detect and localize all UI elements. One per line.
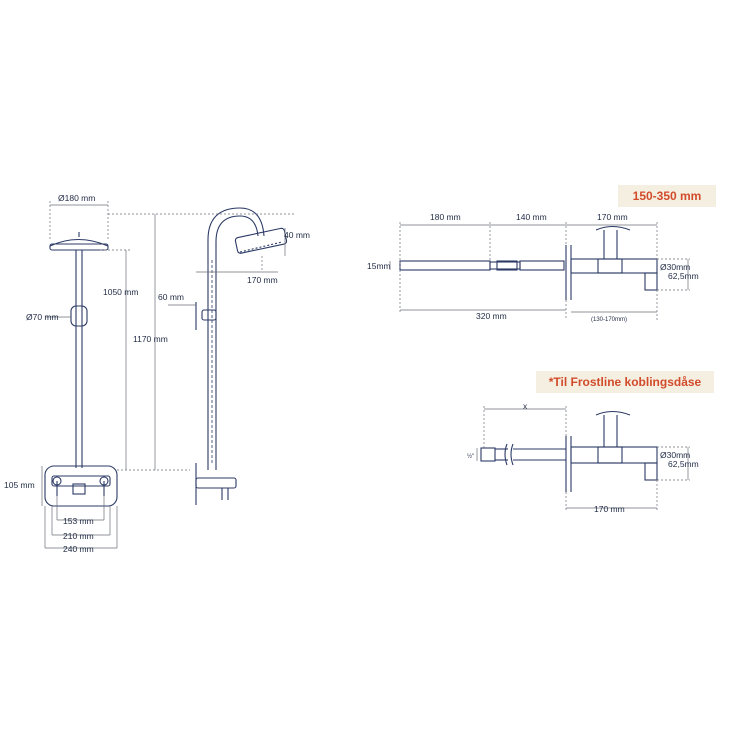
x-label: x xyxy=(523,401,528,411)
frostline-note-callout: *Til Frostline koblingsdåse xyxy=(536,371,714,393)
top-view-mixer xyxy=(399,225,658,300)
base-width-label: 240 mm xyxy=(63,544,94,554)
frostline-height-label: 62,5mm xyxy=(668,459,699,469)
head-projection-label: 170 mm xyxy=(247,275,278,285)
base-height-label: 105 mm xyxy=(4,480,35,490)
seg-left-label: 180 mm xyxy=(430,212,461,222)
connector-diameter-label: Ø30mm xyxy=(660,262,690,272)
head-thickness-label: 40 mm xyxy=(284,230,310,240)
pipe-diameter-label: 15mm xyxy=(367,261,391,271)
thread-label: ½" xyxy=(467,453,474,460)
total-length-label: 320 mm xyxy=(476,311,507,321)
adjust-range-label: (130-170mm) xyxy=(591,317,627,323)
height-to-head-label: 1050 mm xyxy=(103,287,138,297)
seg-mid-label: 140 mm xyxy=(516,212,547,222)
side-view-shower xyxy=(195,207,288,505)
range-callout: 150-350 mm xyxy=(618,185,716,207)
dimension-lines xyxy=(41,201,690,549)
bracket-offset-label: 60 mm xyxy=(158,292,184,302)
front-view-shower xyxy=(44,232,118,507)
plate-width-label: 210 mm xyxy=(63,531,94,541)
frostline-depth-label: 170 mm xyxy=(594,504,625,514)
bracket-diameter-label: Ø70 mm xyxy=(26,312,59,322)
frostline-view-mixer xyxy=(480,410,658,492)
mixer-spacing-label: 153 mm xyxy=(63,516,94,526)
height-label: 62,5mm xyxy=(668,271,699,281)
frostline-connector-diameter-label: Ø30mm xyxy=(660,450,690,460)
seg-right-label: 170 mm xyxy=(597,212,628,222)
total-height-label: 1170 mm xyxy=(133,334,168,344)
head-diameter-label: Ø180 mm xyxy=(58,193,95,203)
